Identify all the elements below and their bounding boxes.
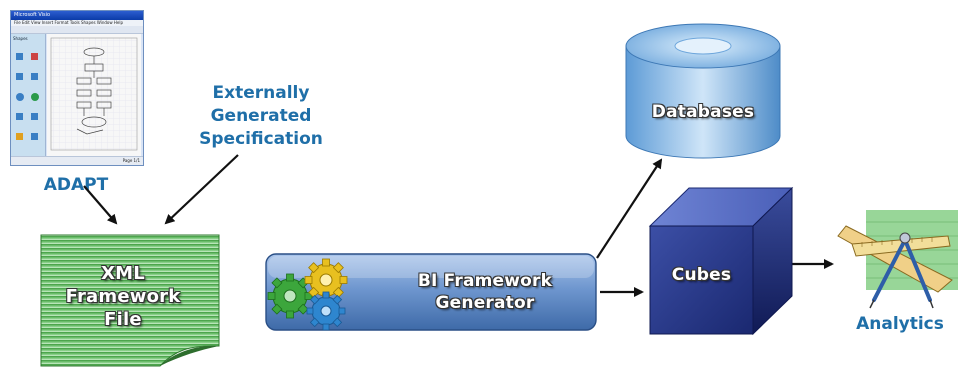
visio-menubar: File Edit View Insert Format Tools Shape… (11, 20, 143, 26)
visio-shapes-pane: Shapes (11, 34, 46, 157)
external-spec-line-3: Specification (199, 129, 323, 149)
visio-titlebar: Microsoft Visio (11, 11, 143, 20)
xml-file-label: XML Framework File (48, 262, 198, 331)
generator-gloss (268, 256, 594, 278)
databases-cylinder (625, 23, 781, 159)
visio-statusbar: Page 1/1 (11, 156, 143, 165)
xml-file-fold (160, 346, 219, 366)
visio-flowchart (50, 37, 138, 151)
adapt-label: ADAPT (43, 175, 109, 195)
generator-label: BI Framework Generator (370, 270, 600, 314)
external-spec-label: Externally Generated Specification (186, 82, 336, 151)
analytics-drafting-tools-icon (837, 210, 958, 309)
visio-pane-title: Shapes (13, 36, 28, 41)
xml-file-line-3: File (104, 309, 142, 330)
visio-stencil-icons (16, 53, 39, 140)
generator-line-2: Generator (435, 293, 535, 313)
external-spec-line-2: Generated (210, 106, 312, 126)
arrow-spec-to-xml (164, 154, 239, 225)
arrow-adapt-to-xml (83, 185, 118, 225)
analytics-label: Analytics (856, 314, 944, 334)
visio-status-text: Page 1/1 (122, 158, 140, 163)
adapt-visio-window: Microsoft Visio File Edit View Insert Fo… (10, 10, 144, 166)
arrow-generator-to-databases (596, 158, 663, 259)
cubes-label: Cubes (671, 265, 732, 285)
cubes-cube (648, 186, 794, 336)
databases-label: Databases (651, 102, 755, 122)
external-spec-line-1: Externally (212, 83, 310, 103)
visio-drawing-canvas (47, 34, 141, 157)
xml-file-line-2: Framework (65, 286, 181, 307)
gears-icon (267, 258, 348, 331)
generator-shape (265, 253, 597, 331)
visio-toolbar (11, 26, 143, 34)
generator-line-1: BI Framework (417, 271, 553, 291)
xml-file-line-1: XML (101, 263, 145, 284)
